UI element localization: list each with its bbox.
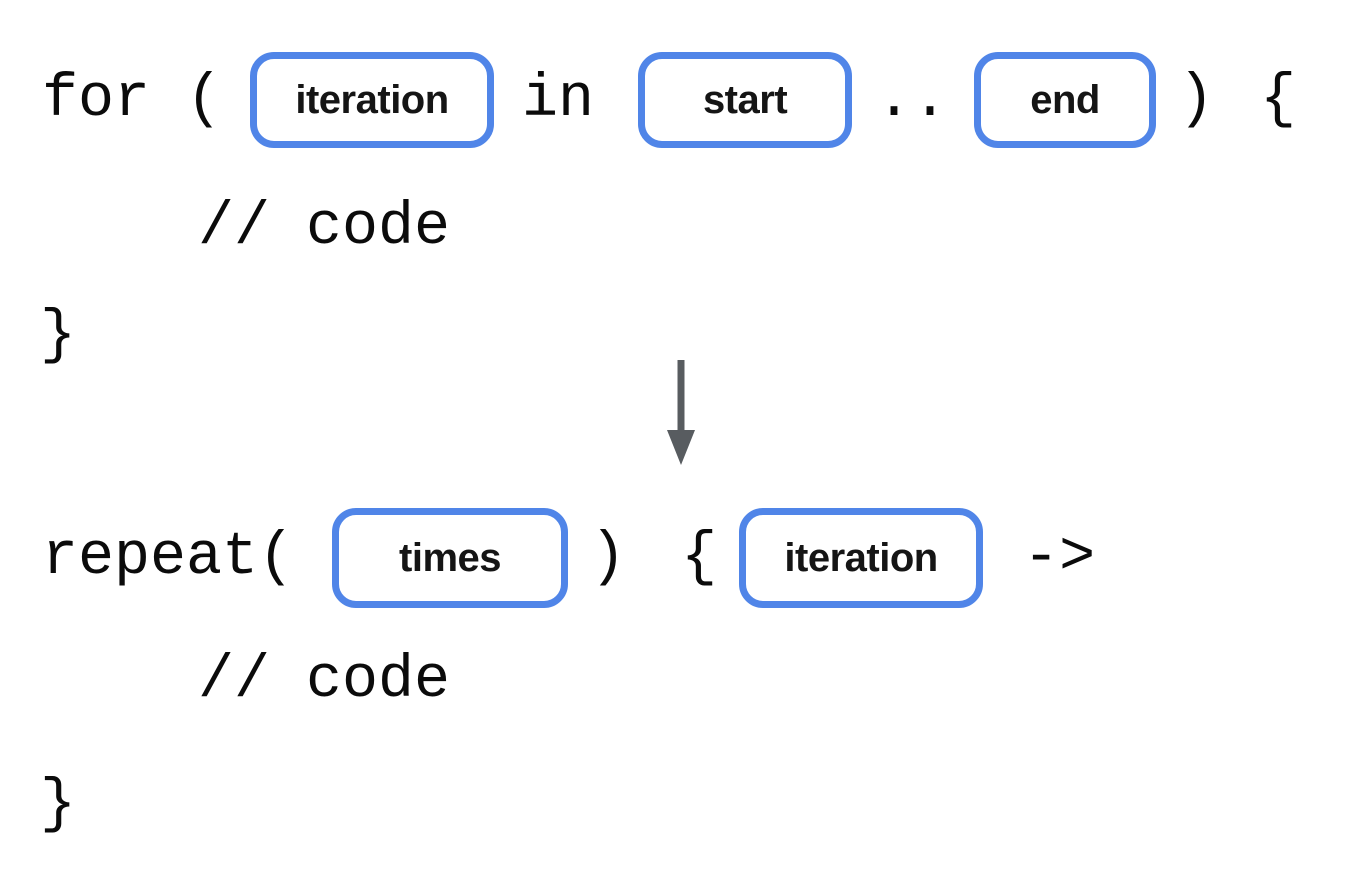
end-slot-label: end — [1030, 77, 1100, 122]
close-brace: } — [40, 771, 77, 839]
code-comment: // code — [198, 194, 451, 262]
lambda-arrow-token: -> — [1023, 524, 1096, 592]
iteration-slot-label: iteration — [295, 77, 449, 122]
repeat-body-line: // code — [198, 633, 450, 729]
repeat-header-line: repeat( times ) { iteration -> — [42, 508, 1095, 608]
times-slot-label: times — [399, 535, 502, 580]
open-brace: { — [1260, 66, 1297, 134]
transforms-to-arrow-icon — [664, 357, 698, 467]
for-loop-header-line: for ( iteration in start .. end ) { — [42, 52, 1296, 148]
repeat-keyword: repeat( — [42, 524, 295, 592]
iteration-slot: iteration — [739, 508, 984, 608]
close-paren: ) — [1178, 66, 1215, 134]
range-operator: .. — [876, 66, 949, 134]
code-comment: // code — [198, 647, 451, 715]
for-keyword: for ( — [42, 66, 223, 134]
for-loop-close-line: } — [40, 288, 76, 384]
times-slot: times — [332, 508, 569, 608]
close-brace: } — [40, 302, 77, 370]
close-paren: ) — [590, 524, 627, 592]
iteration-slot-label: iteration — [784, 535, 938, 580]
open-brace: { — [681, 524, 718, 592]
for-loop-body-line: // code — [198, 180, 450, 276]
start-slot: start — [638, 52, 853, 148]
in-keyword: in — [522, 66, 595, 134]
start-slot-label: start — [702, 77, 788, 122]
iteration-slot: iteration — [250, 52, 495, 148]
repeat-close-line: } — [40, 757, 76, 853]
end-slot: end — [974, 52, 1157, 148]
